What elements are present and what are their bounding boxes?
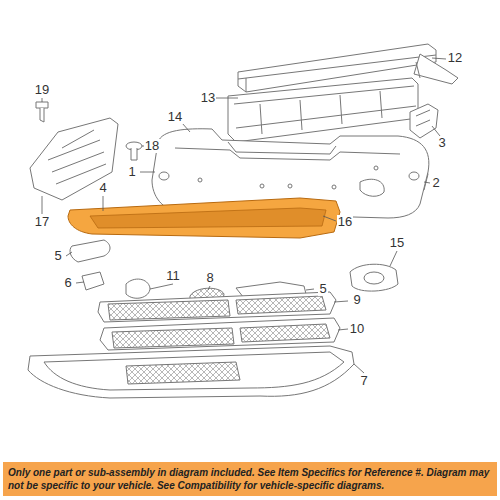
callout-number: 18 bbox=[144, 139, 160, 153]
callout-number: 14 bbox=[167, 110, 183, 124]
callout-number: 17 bbox=[34, 215, 50, 229]
callout-number: 10 bbox=[349, 322, 365, 336]
lower-fascia bbox=[68, 198, 340, 238]
callout-number: 6 bbox=[63, 276, 72, 290]
fog-bezel bbox=[350, 264, 398, 291]
notice-text: Only one part or sub-assembly in diagram… bbox=[8, 466, 492, 492]
trim-piece bbox=[70, 240, 110, 262]
callout-number: 19 bbox=[34, 83, 50, 97]
leader-lines bbox=[42, 58, 446, 373]
energy-absorber bbox=[228, 78, 418, 142]
callout-number: 4 bbox=[98, 181, 107, 195]
notice-band: Only one part or sub-assembly in diagram… bbox=[3, 462, 497, 496]
splash-shield bbox=[30, 118, 118, 200]
callout-number: 5 bbox=[318, 282, 327, 296]
push-pin bbox=[126, 142, 142, 160]
side-bracket bbox=[410, 104, 438, 138]
callout-number: 1 bbox=[127, 165, 136, 179]
callout-number: 11 bbox=[165, 269, 181, 283]
callout-number: 2 bbox=[431, 176, 440, 190]
lower-grille bbox=[98, 292, 336, 322]
callout-number: 16 bbox=[337, 215, 353, 229]
tow-cap bbox=[126, 279, 150, 298]
callout-number: 7 bbox=[359, 374, 368, 388]
callout-number: 15 bbox=[389, 236, 405, 250]
callout-number: 8 bbox=[205, 271, 214, 285]
callout-number: 13 bbox=[200, 91, 216, 105]
tow-cap bbox=[82, 272, 104, 290]
bolt bbox=[36, 102, 48, 122]
callout-number: 3 bbox=[437, 136, 446, 150]
callout-number: 5 bbox=[53, 249, 62, 263]
skid-plate bbox=[28, 346, 354, 398]
callout-number: 9 bbox=[352, 293, 361, 307]
callout-number: 12 bbox=[447, 51, 463, 65]
lower-grille bbox=[100, 318, 340, 350]
